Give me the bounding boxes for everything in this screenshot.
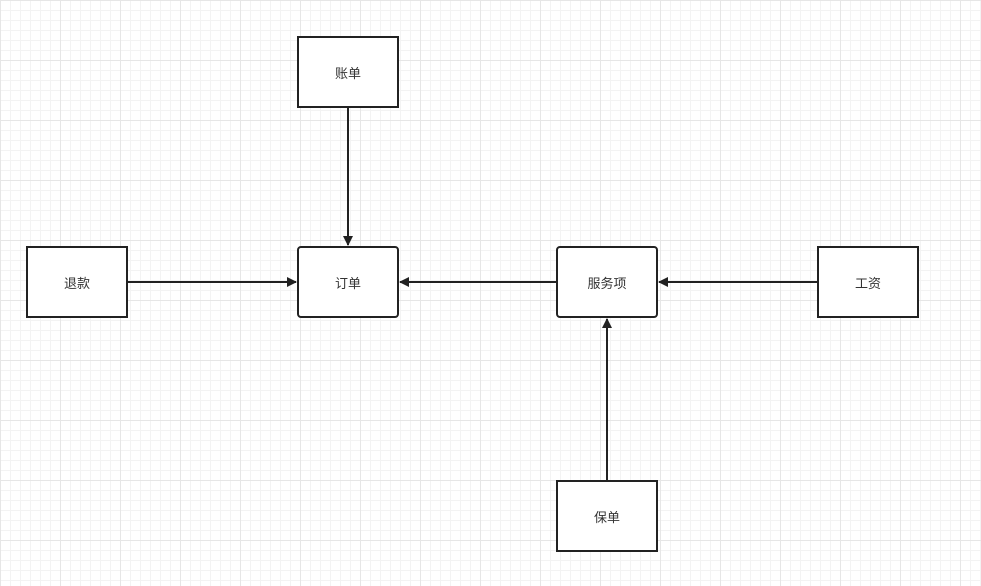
node-service-item-label: 服务项 <box>587 276 627 292</box>
node-policy-label: 保单 <box>593 510 620 526</box>
node-refund[interactable]: 退款 <box>26 246 128 318</box>
node-order[interactable]: 订单 <box>297 246 399 318</box>
node-policy[interactable]: 保单 <box>556 480 658 552</box>
node-refund-label: 退款 <box>63 276 90 292</box>
node-bill[interactable]: 账单 <box>297 36 399 108</box>
node-salary[interactable]: 工资 <box>817 246 919 318</box>
node-service-item[interactable]: 服务项 <box>556 246 658 318</box>
node-salary-label: 工资 <box>854 276 881 292</box>
node-order-label: 订单 <box>334 276 361 292</box>
node-bill-label: 账单 <box>334 66 361 82</box>
